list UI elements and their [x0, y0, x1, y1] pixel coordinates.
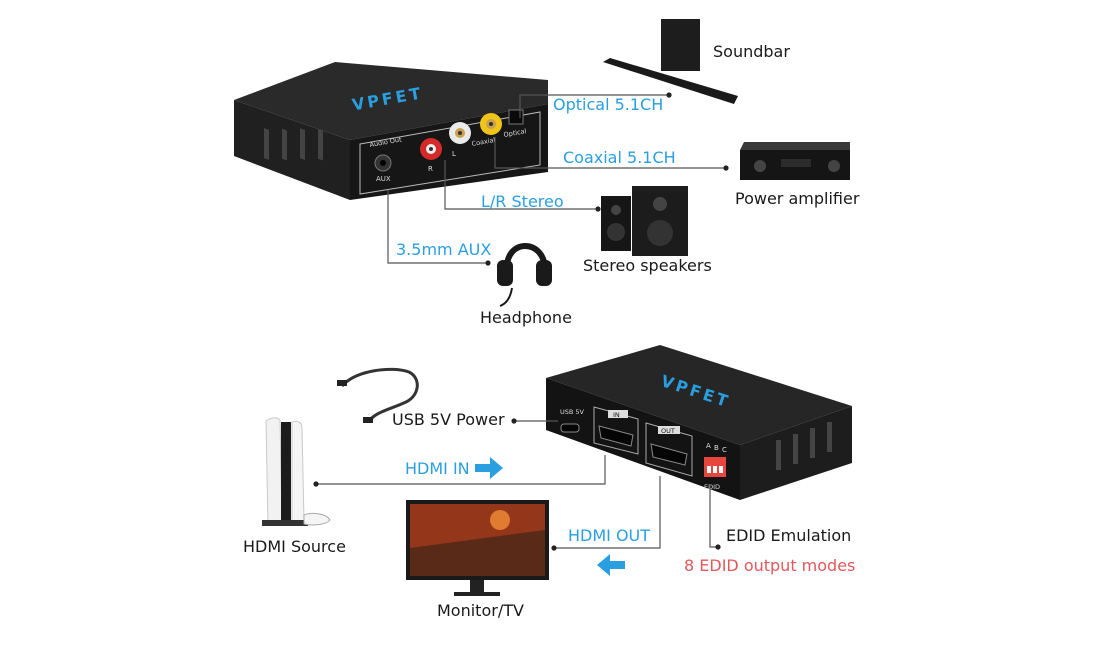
hdmi-source-console-icon [262, 418, 330, 526]
usb-power-label: USB 5V Power [392, 410, 505, 429]
optical-label: Optical 5.1CH [553, 95, 663, 114]
dip-label-a: A [706, 442, 711, 450]
hdmi-out-label: HDMI OUT [568, 526, 650, 545]
rca-right-port [420, 138, 442, 160]
aux-label: 3.5mm AUX [396, 240, 491, 259]
hdmi-in-port-label: IN [613, 411, 620, 419]
aux-port-label: AUX [376, 175, 391, 183]
hdmi-source-label: HDMI Source [243, 537, 346, 556]
headphone-icon [497, 246, 552, 306]
hdmi-out-arrow-icon [597, 554, 625, 576]
optical-port [509, 110, 523, 124]
stereo-speakers-label: Stereo speakers [583, 256, 712, 275]
stereo-speakers-icon [601, 186, 688, 256]
headphone-label: Headphone [480, 308, 572, 327]
usb-c-port [561, 424, 579, 432]
soundbar-icon [603, 19, 738, 104]
l-port-label: L [452, 150, 456, 158]
soundbar-label: Soundbar [713, 42, 790, 61]
coaxial-label: Coaxial 5.1CH [563, 148, 676, 167]
edid-emulation-label: EDID Emulation [726, 526, 851, 545]
monitor-tv-icon [406, 500, 549, 596]
monitor-label: Monitor/TV [437, 601, 524, 620]
power-amplifier-icon [740, 142, 850, 180]
hdmi-in-label: HDMI IN [405, 459, 470, 478]
r-port-label: R [428, 165, 433, 173]
power-amplifier-label: Power amplifier [735, 189, 860, 208]
dip-label-c: C [722, 446, 727, 454]
usb-port-label: USB 5V [560, 408, 585, 416]
hdmi-edid-box: VPFET USB 5V IN OUT A B C EDID [546, 345, 852, 500]
aux-port [375, 155, 391, 171]
edid-modes-label: 8 EDID output modes [684, 556, 855, 575]
hdmi-in-arrow-icon [475, 457, 503, 479]
edid-port-label: EDID [704, 483, 720, 491]
coaxial-port [480, 113, 502, 135]
hdmi-out-port-label: OUT [661, 427, 675, 435]
dip-label-b: B [714, 444, 719, 452]
audio-extractor-box: VPFET Audio Out AUX R L Coax [234, 62, 548, 200]
rca-left-port [449, 122, 471, 144]
lr-stereo-label: L/R Stereo [481, 192, 564, 211]
